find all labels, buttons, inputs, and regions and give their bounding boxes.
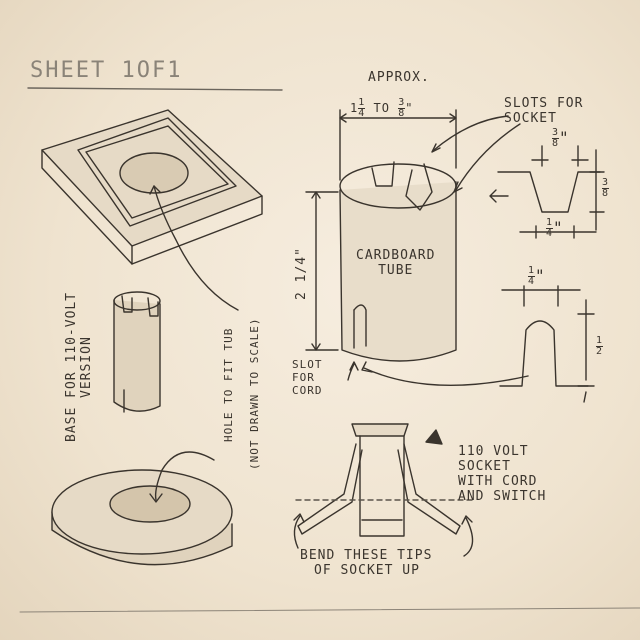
hole-arrow-upper [153,185,239,311]
height-dimension [305,191,339,351]
not-to-scale-label: (NOT DRAWN TO SCALE) [248,317,261,470]
square-base-drawing [41,109,263,265]
height-dimension-label: 2 1/4" [294,247,309,300]
bend-arrow-right [463,517,474,557]
slots-arrow-1 [433,115,509,151]
width-dimension [339,109,457,181]
slots-arrow-2 [455,123,521,191]
cord-arrow [363,367,529,387]
small-tube-drawing [113,291,161,413]
hole-label: HOLE TO FIT TUB [222,327,235,442]
sheet-title: SHEET 1OF1 [30,58,183,83]
cord-slot-drawing [499,285,595,403]
bend-arrow-left [293,515,301,549]
slot-profile-drawing [489,145,605,239]
hole-arrow-lower [154,451,215,501]
socket-drawing [295,423,477,537]
title-underline [27,87,283,91]
cardboard-tube-drawing [339,161,457,362]
round-base-drawing [51,469,233,566]
approx-label: APPROX. [368,70,430,85]
